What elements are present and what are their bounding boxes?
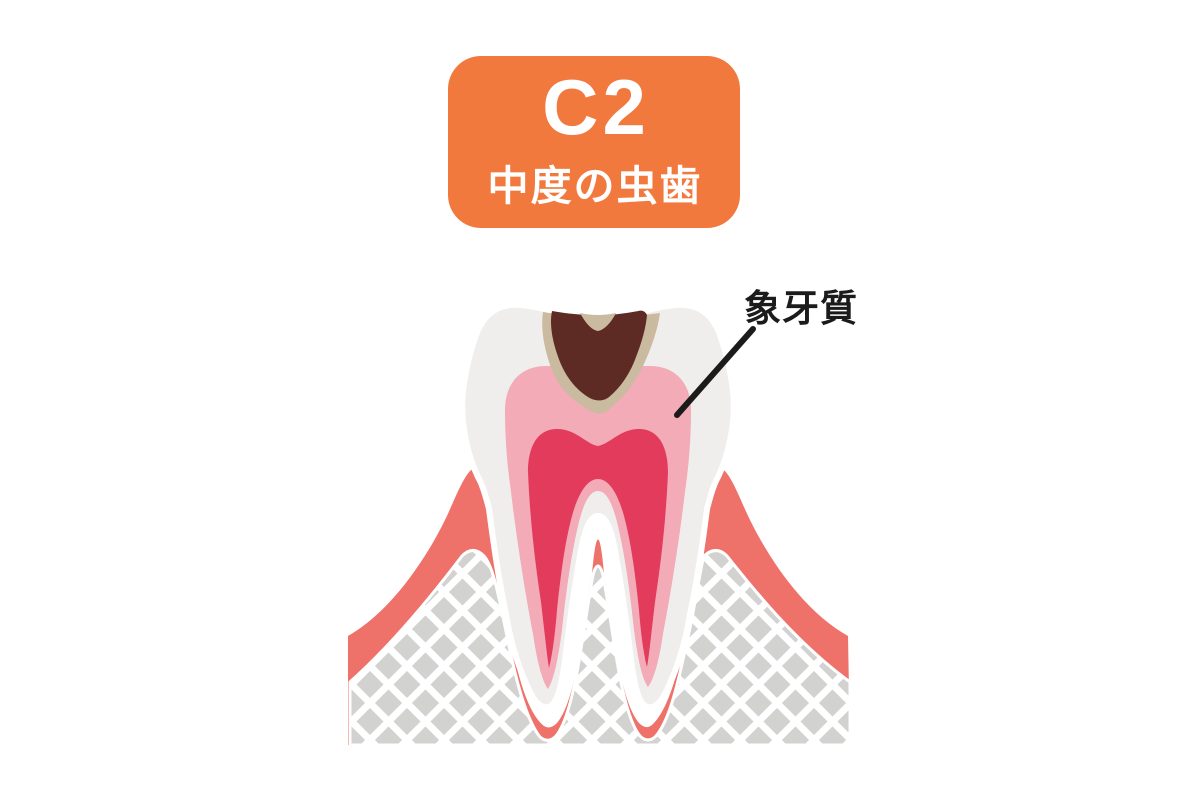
dentin-pointer-line	[674, 326, 756, 418]
decay-border-wedge	[580, 313, 616, 331]
stage-badge-subtitle: 中度の虫歯	[488, 163, 703, 209]
pulp-chamber	[528, 429, 668, 668]
stage-badge-label: C2	[542, 63, 650, 151]
stage-badge	[448, 56, 740, 228]
alveolar-bone	[348, 549, 852, 747]
caries-cavity	[550, 310, 647, 401]
dentin-label: 象牙質	[744, 288, 858, 329]
